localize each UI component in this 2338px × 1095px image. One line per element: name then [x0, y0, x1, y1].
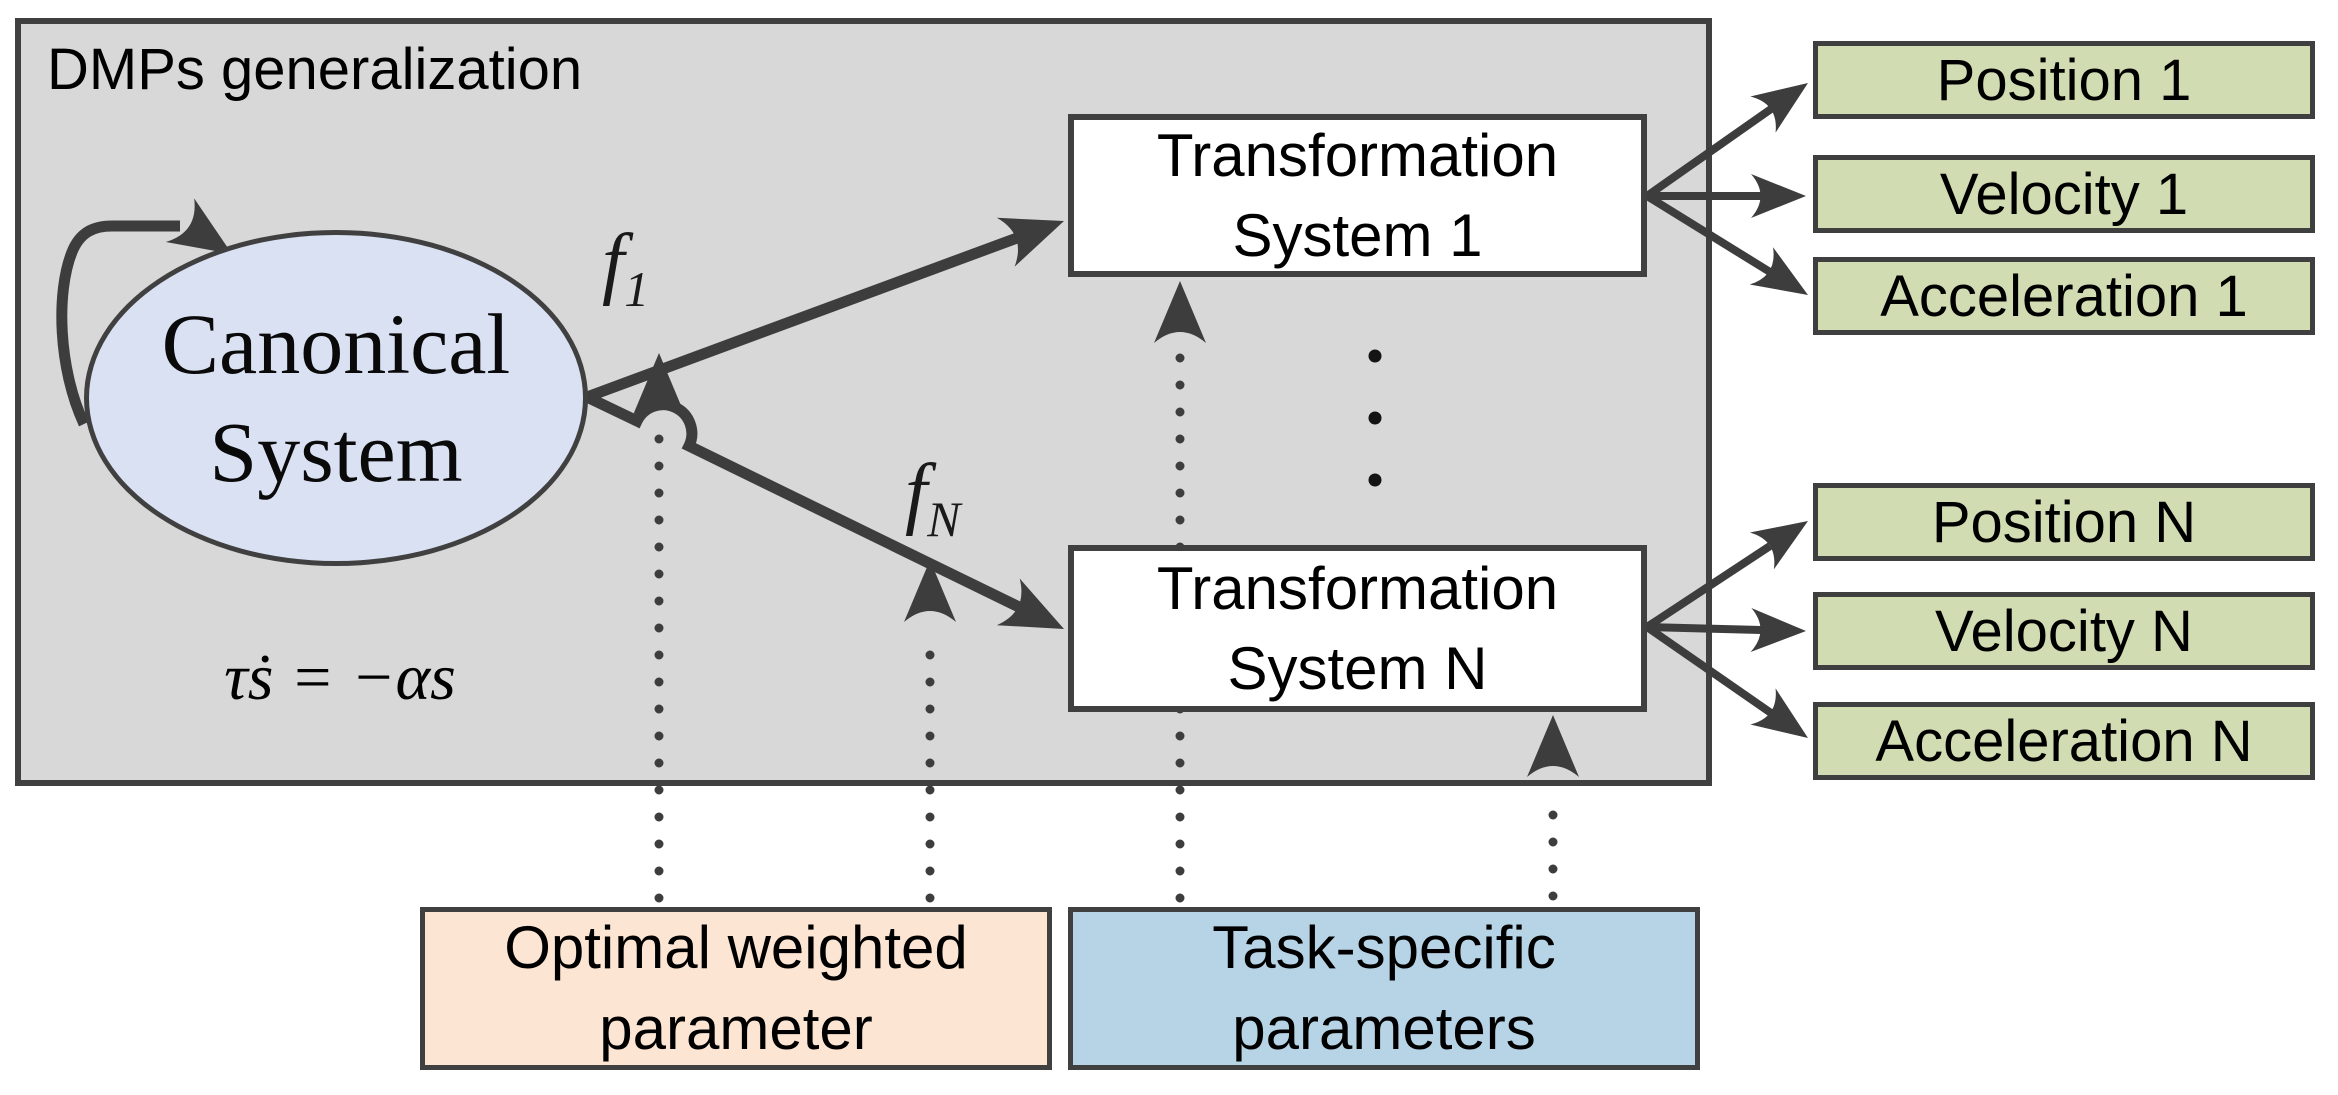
task-parameters-line2: parameters	[1232, 994, 1536, 1062]
canonical-system-label-line1: Canonical	[161, 295, 511, 392]
output-position-n: Position N	[1813, 483, 2315, 561]
canonical-system-node: Canonical System	[84, 230, 588, 566]
input-task-specific-parameters: Task-specific parameters	[1068, 907, 1700, 1070]
canonical-equation: τṡ = −αs	[224, 641, 456, 714]
fN-symbol: f	[905, 449, 928, 537]
canonical-self-loop-arrow	[56, 220, 180, 427]
optimal-parameter-line2: parameter	[599, 994, 873, 1062]
transformation-system-n-node: Transformation System N	[1068, 545, 1647, 712]
transformation-system-1-line2: System 1	[1232, 201, 1483, 269]
self-loop-arrowhead	[165, 198, 232, 254]
dotted-ts1-arrowhead	[1154, 281, 1206, 343]
f1-arrowhead	[996, 217, 1064, 267]
arrow-to-position-1	[1644, 105, 1774, 200]
position-n-arrowhead	[1749, 521, 1808, 570]
velocity-1-arrowhead	[1751, 174, 1806, 218]
output-velocity-n: Velocity N	[1813, 592, 2315, 670]
output-velocity-1: Velocity 1	[1813, 155, 2315, 233]
arrow-to-acceleration-1	[1644, 192, 1773, 276]
dotted-tsn-arrowhead	[1527, 715, 1579, 777]
transformation-system-n-line1: Transformation	[1156, 555, 1559, 623]
canonical-system-label-line2: System	[209, 404, 463, 500]
acceleration-n-arrowhead	[1750, 688, 1808, 738]
f1-label: f1	[602, 218, 649, 314]
acceleration-1-arrowhead	[1749, 247, 1808, 295]
velocity-n-arrowhead	[1750, 608, 1806, 653]
arrow-to-velocity-n	[1646, 623, 1762, 634]
task-parameters-line1: Task-specific	[1212, 914, 1556, 982]
dotted-f1-arrowhead	[633, 353, 685, 415]
input-optimal-weighted-parameter: Optimal weighted parameter	[420, 907, 1052, 1070]
output-acceleration-n: Acceleration N	[1813, 702, 2315, 780]
f1-symbol: f	[602, 219, 625, 307]
fN-subscript: N	[927, 492, 961, 547]
output-acceleration-1: Acceleration 1	[1813, 257, 2315, 335]
arrow-to-acceleration-n	[1644, 623, 1774, 717]
fN-arrowhead	[996, 578, 1064, 629]
output-position-1: Position 1	[1813, 41, 2315, 119]
transformation-system-1-node: Transformation System 1	[1068, 114, 1647, 277]
transformation-system-1-line1: Transformation	[1156, 122, 1559, 190]
position-1-arrowhead	[1750, 83, 1808, 133]
arrow-to-position-n	[1644, 542, 1773, 631]
panel-title: DMPs generalization	[47, 37, 583, 102]
optimal-parameter-line1: Optimal weighted	[504, 914, 968, 982]
ellipsis-dots	[1368, 349, 1382, 487]
dotted-fn-arrowhead	[904, 560, 956, 622]
f1-subscript: 1	[624, 262, 650, 317]
fN-label: fN	[905, 448, 960, 544]
transformation-system-n-line2: System N	[1227, 634, 1488, 702]
